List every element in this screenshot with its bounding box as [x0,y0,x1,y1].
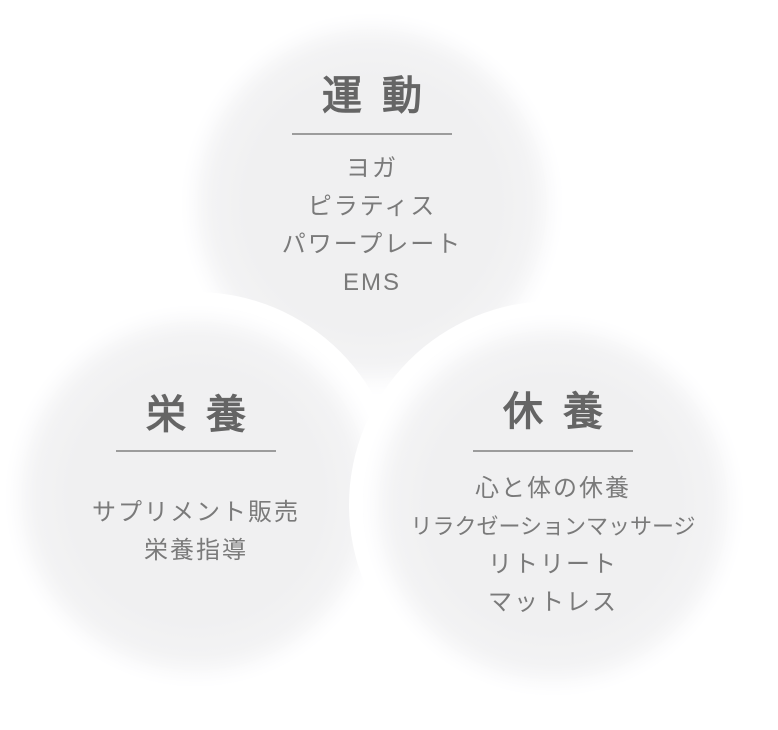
circle-exercise-divider [292,133,452,135]
list-item: 心と体の休養 [475,475,631,502]
circle-nutrition-items: サプリメント販売栄養指導 [6,494,386,570]
circle-rest-title: 休養 [503,390,623,434]
list-item: リトリート [488,551,618,578]
circle-nutrition-divider [116,450,276,452]
list-item: パワープレート [281,231,463,258]
circle-nutrition-title: 栄養 [146,393,266,437]
list-item: 栄養指導 [144,537,248,564]
circle-rest-divider [473,450,633,452]
list-item: ヨガ [346,155,398,182]
list-item: サプリメント販売 [92,499,300,526]
list-item: ピラティス [307,193,437,220]
circle-rest-items: 心と体の休養リラクゼーションマッサージリトリートマットレス [363,470,743,622]
list-item: リラクゼーションマッサージ [410,514,696,539]
circle-rest: 休養 心と体の休養リラクゼーションマッサージリトリートマットレス [363,315,743,695]
circle-exercise-items: ヨガピラティスパワープレート EMS [182,150,562,302]
circle-exercise-title: 運動 [322,74,442,118]
list-item: マットレス [488,589,618,616]
circle-nutrition: 栄養 サプリメント販売栄養指導 [6,306,386,686]
list-item: EMS [342,269,401,296]
